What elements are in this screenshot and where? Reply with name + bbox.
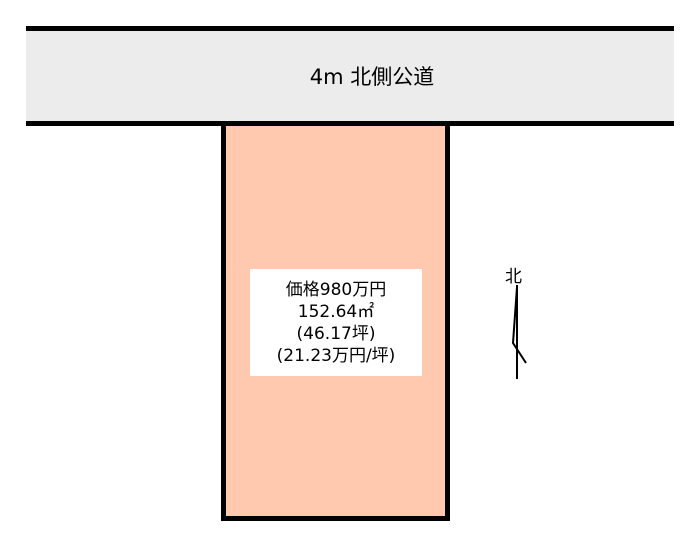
price-text: 価格980万円 <box>285 279 387 300</box>
area-sqm-text: 152.64㎡ <box>297 301 375 322</box>
north-label: 北 <box>505 267 522 287</box>
price-per-tsubo-text: (21.23万円/坪) <box>276 345 396 366</box>
public-road: 4m 北側公道 <box>26 26 674 126</box>
lot-info-box: 価格980万円 152.64㎡ (46.17坪) (21.23万円/坪) <box>250 269 422 376</box>
north-arrow-icon <box>511 285 527 379</box>
area-tsubo-text: (46.17坪) <box>296 323 376 344</box>
road-label: 4m 北側公道 <box>309 65 435 89</box>
